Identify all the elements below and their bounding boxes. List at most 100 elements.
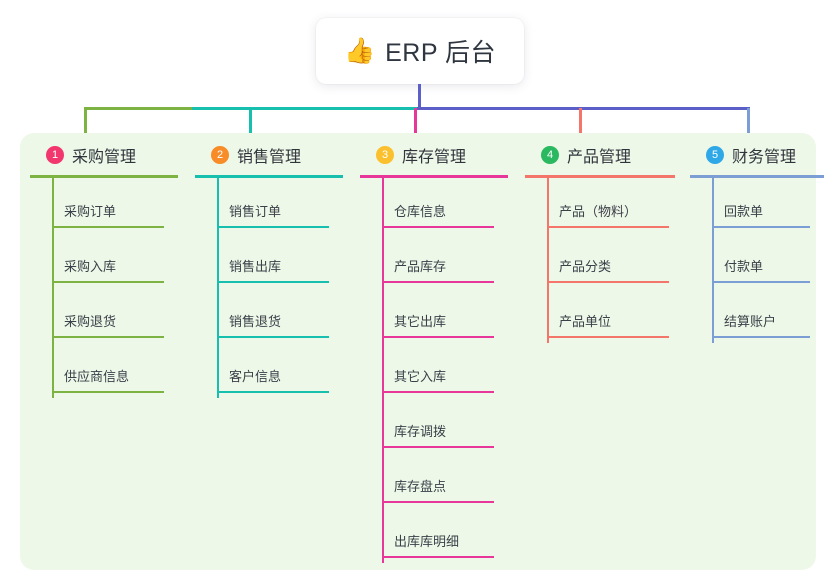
menu-item-rule <box>382 501 494 503</box>
menu-item-label: 回款单 <box>724 204 764 219</box>
column-items-5: 回款单付款单结算账户 <box>690 178 824 343</box>
thumbs-up-icon: 👍 <box>343 36 376 65</box>
column-title-5: 财务管理 <box>732 149 797 166</box>
menu-item-rule <box>712 336 810 338</box>
bus-green <box>84 107 192 110</box>
column-header-4[interactable]: 4 产品管理 <box>525 144 675 166</box>
menu-item[interactable]: 采购入库 <box>30 233 178 288</box>
column-spine-4 <box>547 178 549 343</box>
menu-item[interactable]: 销售订单 <box>195 178 343 233</box>
menu-item-label: 销售退货 <box>229 314 282 329</box>
menu-item-label: 供应商信息 <box>64 369 130 384</box>
menu-item-label: 库存调拨 <box>394 424 447 439</box>
menu-item-label: 产品（物料） <box>559 204 638 219</box>
menu-item-rule <box>382 446 494 448</box>
column-header-2[interactable]: 2 销售管理 <box>195 144 343 166</box>
menu-item[interactable]: 客户信息 <box>195 343 343 398</box>
menu-item[interactable]: 付款单 <box>690 233 824 288</box>
menu-item[interactable]: 其它入库 <box>360 343 508 398</box>
column-spine-5 <box>712 178 714 343</box>
menu-item-rule <box>52 336 164 338</box>
column-badge-3: 3 <box>376 146 394 164</box>
page-title: ERP 后台 <box>385 39 497 67</box>
menu-item-label: 产品库存 <box>394 259 447 274</box>
stub-col-2 <box>249 108 252 144</box>
menu-item-rule <box>382 336 494 338</box>
column-title-4: 产品管理 <box>567 149 632 166</box>
menu-item-rule <box>217 336 329 338</box>
menu-item-label: 其它出库 <box>394 314 447 329</box>
column-4: 4 产品管理产品（物料） 产品分类产品单位 <box>525 144 675 343</box>
menu-item-label: 仓库信息 <box>394 204 447 219</box>
menu-item[interactable]: 仓库信息 <box>360 178 508 233</box>
menu-item[interactable]: 库存调拨 <box>360 398 508 453</box>
menu-item-rule <box>217 281 329 283</box>
column-badge-2: 2 <box>211 146 229 164</box>
menu-item-rule <box>217 391 329 393</box>
menu-item[interactable]: 产品单位 <box>525 288 675 343</box>
menu-item-rule <box>52 391 164 393</box>
menu-item-label: 客户信息 <box>229 369 282 384</box>
menu-item-rule <box>217 226 329 228</box>
column-header-rule-5 <box>690 175 824 178</box>
content-panel <box>20 133 816 570</box>
menu-item[interactable]: 采购订单 <box>30 178 178 233</box>
column-title-1: 采购管理 <box>72 149 137 166</box>
menu-item[interactable]: 出库库明细 <box>360 508 508 563</box>
column-badge-4: 4 <box>541 146 559 164</box>
menu-item[interactable]: 采购退货 <box>30 288 178 343</box>
menu-item-rule <box>52 281 164 283</box>
column-header-rule-1 <box>30 175 178 178</box>
menu-item-rule <box>712 281 810 283</box>
menu-item-label: 付款单 <box>724 259 764 274</box>
menu-item-rule <box>382 391 494 393</box>
menu-item-label: 库存盘点 <box>394 479 447 494</box>
column-items-3: 仓库信息产品库存其它出库其它入库库存调拨库存盘点出库库明细 <box>360 178 508 563</box>
column-spine-2 <box>217 178 219 398</box>
column-header-1[interactable]: 1 采购管理 <box>30 144 178 166</box>
column-title-2: 销售管理 <box>237 149 302 166</box>
bus-teal <box>192 107 417 110</box>
column-badge-1: 1 <box>46 146 64 164</box>
menu-item-label: 销售订单 <box>229 204 282 219</box>
menu-item[interactable]: 其它出库 <box>360 288 508 343</box>
menu-item-label: 结算账户 <box>724 314 777 329</box>
menu-item[interactable]: 库存盘点 <box>360 453 508 508</box>
menu-item[interactable]: 产品（物料） <box>525 178 675 233</box>
menu-item-label: 采购入库 <box>64 259 117 274</box>
menu-item-rule <box>547 336 669 338</box>
root-title-card[interactable]: 👍 ERP 后台 <box>316 18 524 84</box>
column-header-rule-4 <box>525 175 675 178</box>
stub-col-3 <box>414 108 417 144</box>
column-2: 2 销售管理销售订单销售出库销售退货客户信息 <box>195 144 343 398</box>
menu-item-rule <box>547 281 669 283</box>
column-items-1: 采购订单采购入库采购退货供应商信息 <box>30 178 178 398</box>
menu-item-rule <box>547 226 669 228</box>
column-spine-1 <box>52 178 54 398</box>
menu-item[interactable]: 销售退货 <box>195 288 343 343</box>
menu-item[interactable]: 产品分类 <box>525 233 675 288</box>
column-1: 1 采购管理采购订单采购入库采购退货供应商信息 <box>30 144 178 398</box>
column-items-2: 销售订单销售出库销售退货客户信息 <box>195 178 343 398</box>
menu-item-label: 采购订单 <box>64 204 117 219</box>
menu-item-label: 销售出库 <box>229 259 282 274</box>
column-header-rule-3 <box>360 175 508 178</box>
menu-item-label: 出库库明细 <box>394 534 460 549</box>
menu-item-rule <box>712 226 810 228</box>
menu-item[interactable]: 回款单 <box>690 178 824 233</box>
menu-item[interactable]: 销售出库 <box>195 233 343 288</box>
menu-item[interactable]: 供应商信息 <box>30 343 178 398</box>
menu-item-label: 其它入库 <box>394 369 447 384</box>
menu-item[interactable]: 结算账户 <box>690 288 824 343</box>
menu-item-rule <box>382 226 494 228</box>
menu-item-rule <box>382 556 494 558</box>
menu-item-rule <box>382 281 494 283</box>
column-header-rule-2 <box>195 175 343 178</box>
stub-col-5 <box>747 108 750 144</box>
menu-item[interactable]: 产品库存 <box>360 233 508 288</box>
